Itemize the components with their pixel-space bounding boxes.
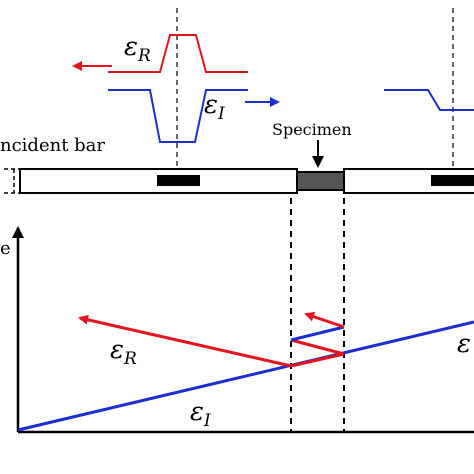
reflected-pulse-signal	[108, 34, 248, 73]
transmitted-wave-label: ε	[457, 329, 471, 359]
transmitted-pulse-signal	[384, 89, 474, 111]
transmitted-strain-gauge	[431, 175, 474, 186]
specimen-internal-wave-1	[290, 352, 345, 368]
specimen	[296, 171, 345, 191]
incident-bar-label: ncident bar	[0, 135, 105, 156]
specimen-internal-wave-3	[290, 325, 345, 342]
incident-pulse-signal	[108, 89, 248, 143]
specimen-internal-wave-2	[290, 338, 345, 356]
specimen-label: Specimen	[272, 120, 352, 139]
reflected-pulse-label: εR	[124, 32, 151, 66]
incident-wave-line	[17, 320, 474, 432]
reflected-wave-line	[78, 314, 292, 368]
incident-strain-gauge	[157, 175, 200, 186]
incident-wave-label: εI	[190, 397, 211, 431]
incident-pulse-label: εI	[204, 90, 225, 124]
vertical-axis-label-fragment: e	[0, 238, 11, 259]
reflected-wave-label: εR	[110, 335, 137, 369]
specimen-internal-wave-4	[304, 311, 345, 329]
